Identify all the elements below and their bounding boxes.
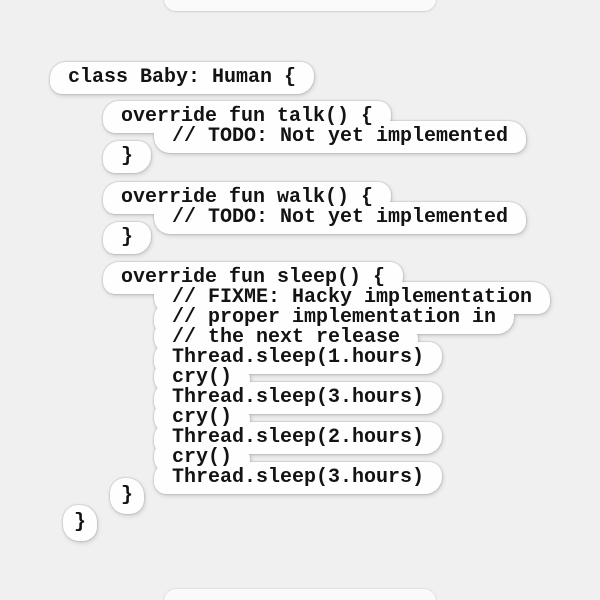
code-line: // TODO: Not yet implemented — [154, 121, 527, 153]
code-line: // TODO: Not yet implemented — [154, 202, 527, 234]
code-line: Thread.sleep(2.hours) — [154, 422, 443, 454]
code-line: } — [110, 478, 145, 514]
sticker-closing-brace-inner: } — [110, 478, 145, 514]
sticker-walk-function: override fun walk() { // TODO: Not yet i… — [103, 182, 527, 254]
adjacent-sticker-edge-top — [164, 0, 436, 11]
code-line: class Baby: Human { — [50, 62, 315, 94]
code-line: } — [63, 505, 98, 541]
sticker-talk-function: override fun talk() { // TODO: Not yet i… — [103, 101, 527, 173]
sticker-closing-brace-outer: } — [63, 505, 98, 541]
code-line: } — [103, 222, 152, 254]
adjacent-sticker-edge-bottom — [164, 589, 436, 600]
sticker-class-declaration: class Baby: Human { — [50, 62, 315, 94]
code-line: } — [103, 141, 152, 173]
code-line: Thread.sleep(3.hours) — [154, 462, 443, 494]
sticker-sleep-function: override fun sleep() { // FIXME: Hacky i… — [103, 262, 551, 494]
